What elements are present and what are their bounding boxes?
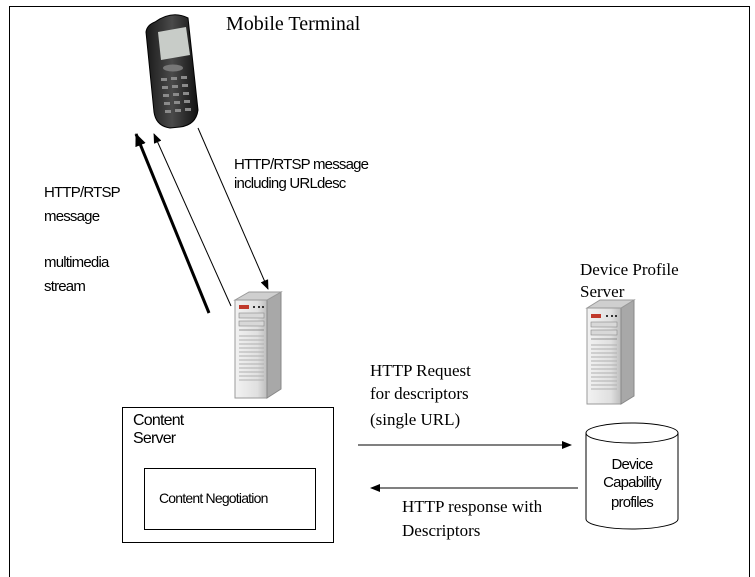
request-message-arrow [197,127,269,290]
request-message-label-line1: HTTP/RTSP message [234,156,369,173]
response-message-label-line1: HTTP/RTSP [44,184,121,201]
http-request-label-line3: (single URL) [370,410,461,429]
mobile-phone-icon [145,14,199,129]
device-profile-server-icon [585,299,636,405]
device-profile-server-label-line1: Device Profile [580,260,679,279]
http-request-label-line2: for descriptors [370,384,469,403]
http-response-label-line1: HTTP response with [402,497,543,516]
content-server-label-line1: Content [133,412,184,429]
multimedia-stream-arrow [134,133,211,314]
content-negotiation-label: Content Negotiation [159,490,268,506]
content-server-box: Content Server Content Negotiation [122,407,334,543]
http-response-label-line2: Descriptors [402,521,481,540]
response-message-label-line2: message [44,208,100,225]
diagram-frame [9,6,750,577]
content-server-label-line2: Server [133,430,176,447]
database-cylinder-icon [585,422,679,530]
content-server-icon [233,291,283,399]
database-label-line2: Capability [603,474,662,491]
device-profile-server-label-line2: Server [580,282,625,301]
multimedia-stream-label-line1: multimedia [44,254,109,271]
multimedia-stream-label-line2: stream [44,278,86,295]
database-label-line1: Device [611,456,653,473]
content-negotiation-box: Content Negotiation [144,468,316,530]
mobile-terminal-label: Mobile Terminal [226,13,361,35]
database-label-line3: profiles [611,494,654,511]
request-message-label-line2: including URLdesc [234,175,346,192]
response-message-arrow [153,133,232,307]
http-request-label-line1: HTTP Request [370,361,471,380]
